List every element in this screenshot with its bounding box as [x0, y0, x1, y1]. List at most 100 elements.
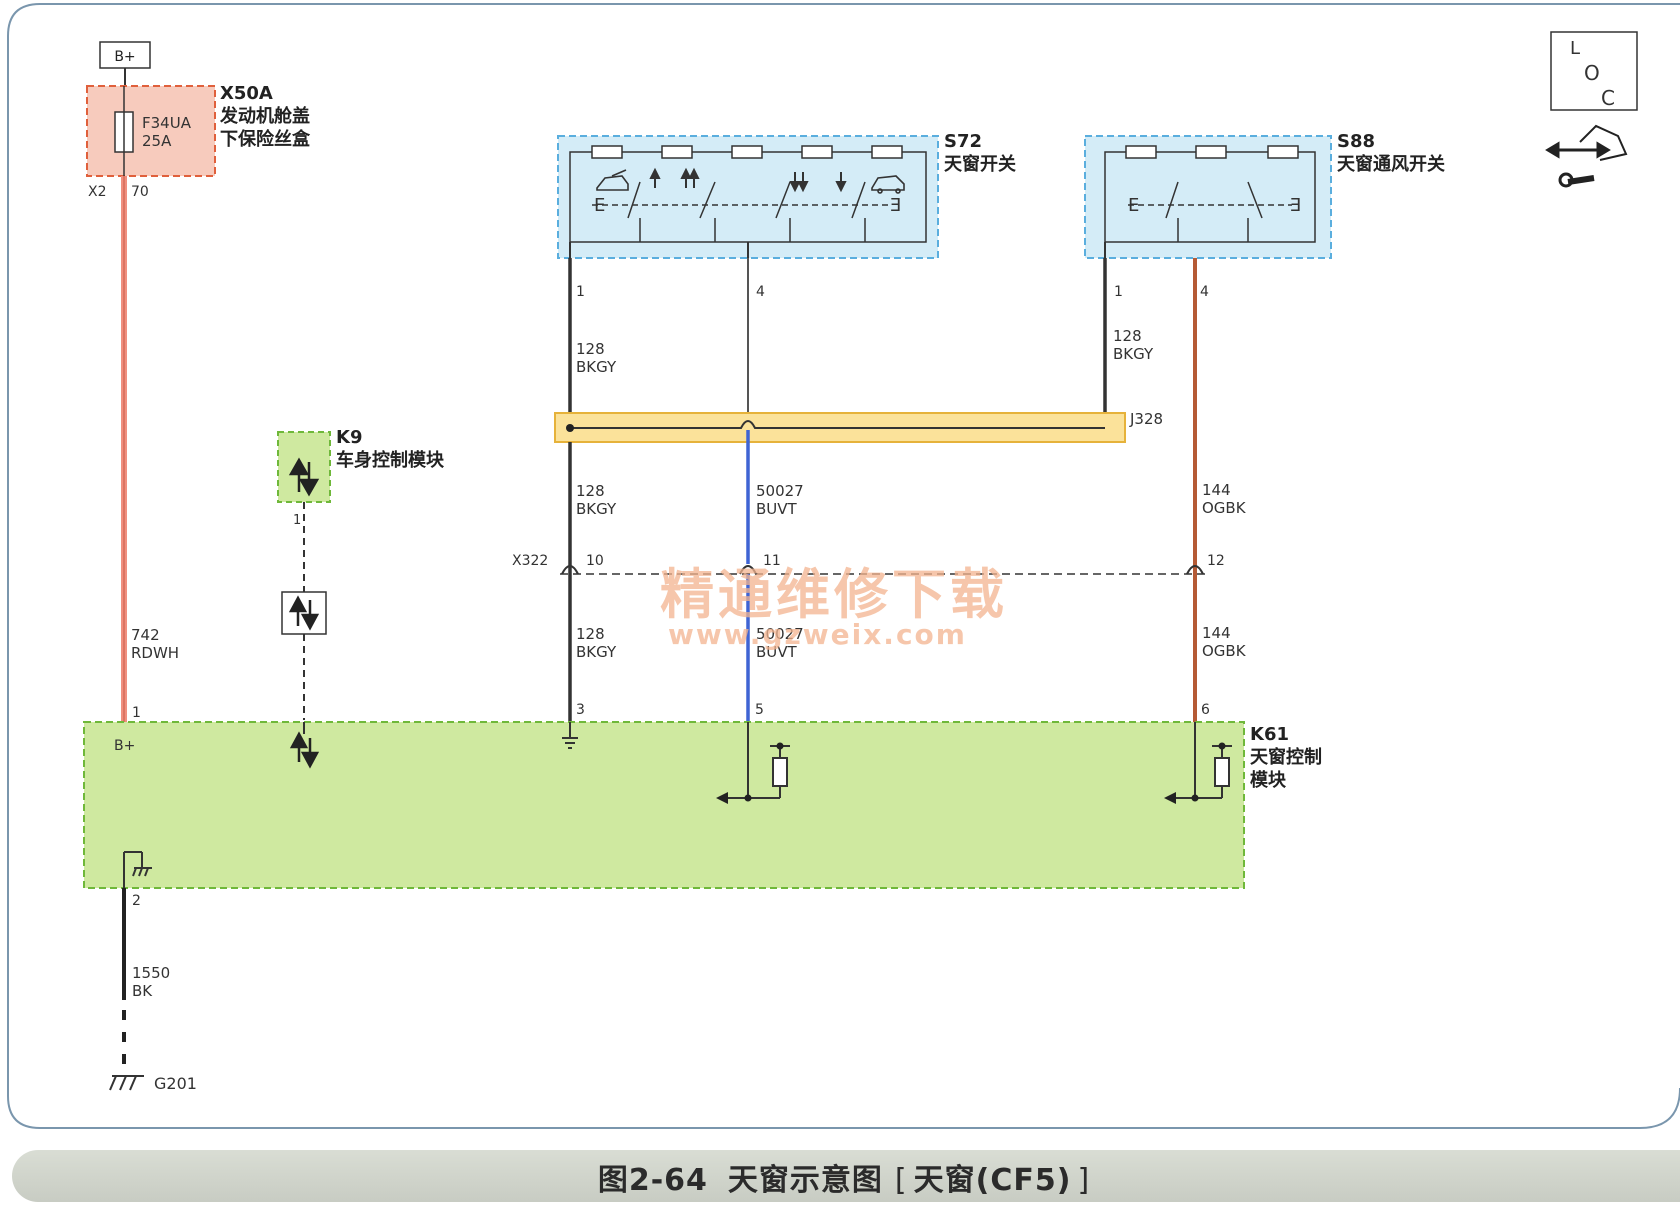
- fusebox-x50a: [86, 85, 216, 177]
- loc-box: [1550, 31, 1638, 111]
- wire-128-mid-color: BKGY: [576, 500, 617, 518]
- figure-caption: 图2-64 天窗示意图 [天窗(CF5)]: [0, 1155, 1680, 1199]
- wire-128-low-circuit: 128: [576, 625, 605, 643]
- fusebox-id: X50A: [220, 83, 273, 104]
- wire-1550-color: BK: [132, 982, 153, 1000]
- caption-system: 天窗(CF5): [913, 1163, 1072, 1198]
- wire-128-s72-circuit: 128: [576, 340, 605, 358]
- wire-50027-mid-color: BUVT: [756, 500, 798, 518]
- s88-contacts: [1125, 145, 1299, 159]
- wire-144-low-color: OGBK: [1202, 642, 1247, 660]
- k9-data-arrows-icon: [288, 457, 320, 497]
- s88-e-mark-r: Ǝ: [1290, 195, 1301, 216]
- loc-o: O: [1584, 61, 1600, 85]
- caption-bracket-open: [: [894, 1163, 908, 1198]
- s88-pin-a: 1: [1114, 284, 1123, 300]
- caption-bar: [12, 1150, 1680, 1202]
- s72-e-mark: E: [594, 195, 605, 216]
- wire-128-mid-circuit: 128: [576, 482, 605, 500]
- splice-bus: [570, 420, 1105, 429]
- x322-pin-b: 11: [763, 553, 781, 569]
- caption-fig: 图2-64: [597, 1163, 708, 1198]
- x322-pin-c: 12: [1207, 553, 1225, 569]
- diagram-frame: [7, 3, 1680, 1129]
- ground-id: G201: [154, 1074, 197, 1093]
- splice-id: J328: [1129, 410, 1163, 428]
- wire-742-color: RDWH: [131, 644, 179, 662]
- x322-pin-a: 10: [586, 553, 604, 569]
- k61-node-144-top: [1218, 742, 1226, 750]
- s72-pin-b: 4: [756, 284, 765, 300]
- k61-pin-power: 1: [132, 705, 141, 721]
- k9-pin: 1: [293, 513, 301, 528]
- s72-car-icon: [871, 175, 905, 194]
- wire-1550-circuit: 1550: [132, 964, 170, 982]
- fuse-name: F34UA: [142, 114, 192, 132]
- k61-id: K61: [1250, 724, 1289, 745]
- k9-id: K9: [336, 427, 362, 448]
- s72-close-arrows-icon: [789, 172, 847, 193]
- s72-id: S72: [944, 131, 982, 152]
- k61-node-144: [1191, 794, 1199, 802]
- s88-e-mark: E: [1128, 195, 1139, 216]
- s88-id: S88: [1337, 131, 1375, 152]
- s72-switch-blades: [592, 181, 890, 242]
- wire-144-mid-circuit: 144: [1202, 481, 1231, 499]
- k61-bplus: B+: [114, 738, 135, 754]
- s72-name: 天窗开关: [944, 153, 1016, 175]
- fusebox-connector: X2: [88, 184, 107, 200]
- fusebox-pin: 70: [131, 184, 149, 200]
- k61-data-arrows-icon: [289, 731, 320, 769]
- wire-144-mid-color: OGBK: [1202, 499, 1247, 517]
- wire-50027-low-circuit: 50027: [756, 625, 804, 643]
- splice-node: [566, 424, 574, 432]
- k61-module: [83, 721, 1245, 889]
- wire-50027-low-color: BUVT: [756, 643, 798, 661]
- serial-data-connector: [281, 591, 327, 635]
- loc-c: C: [1601, 86, 1615, 110]
- caption-title: 天窗示意图: [727, 1163, 883, 1198]
- ground-g201-icon: [109, 1075, 144, 1091]
- k61-name-line2: 模块: [1250, 769, 1287, 791]
- wire-128-s88-color: BKGY: [1113, 345, 1154, 363]
- k61-name-line1: 天窗控制: [1250, 746, 1322, 768]
- component-location-tool-icon: [1545, 124, 1628, 188]
- watermark-url: www.gzweix.com: [668, 618, 967, 651]
- serial-data-arrows-icon: [288, 595, 320, 631]
- fuse-rating: 25A: [142, 132, 172, 150]
- s72-pin-a: 1: [576, 284, 585, 300]
- k61-chassis-ground-icon: [123, 851, 152, 888]
- wire-128-s72-color: BKGY: [576, 358, 617, 376]
- s88-switch-blades: [1128, 181, 1292, 242]
- fusebox-name-line2: 下保险丝盒: [220, 128, 311, 150]
- s72-e-mark-r: Ǝ: [890, 195, 901, 216]
- power-source-label: B+: [114, 49, 135, 65]
- loc-l: L: [1570, 38, 1580, 59]
- wire-50027-mid-circuit: 50027: [756, 482, 804, 500]
- watermark-cn: 精通维修下载: [660, 563, 1008, 626]
- s88-name: 天窗通风开关: [1337, 153, 1445, 175]
- k61-pin-144: 6: [1201, 702, 1210, 718]
- s72-contacts: [591, 145, 903, 159]
- x322-id: X322: [512, 553, 548, 569]
- k61-node-50027-top: [776, 742, 784, 750]
- k61-pin-ground: 2: [132, 893, 141, 909]
- caption-bracket-close: ]: [1077, 1163, 1091, 1198]
- x322-pins: [561, 565, 1204, 575]
- wire-128-low-color: BKGY: [576, 643, 617, 661]
- wire-144-low-circuit: 144: [1202, 624, 1231, 642]
- k61-pin-50027: 5: [755, 702, 764, 718]
- k61-arrow-50027-icon: [716, 792, 728, 804]
- s88-pin-b: 4: [1200, 284, 1209, 300]
- k9-name: 车身控制模块: [336, 449, 445, 471]
- k61-node-50027: [744, 794, 752, 802]
- wire-128-s88-circuit: 128: [1113, 327, 1142, 345]
- k61-arrow-144-icon: [1164, 792, 1176, 804]
- fusebox-name-line1: 发动机舱盖: [219, 105, 310, 127]
- s72-tilt-icon: [596, 169, 629, 191]
- s72-open-arrows-icon: [649, 167, 700, 188]
- k61-signal-ground-icon: [562, 737, 578, 749]
- power-source-box: [99, 41, 151, 69]
- wire-742-circuit: 742: [131, 626, 160, 644]
